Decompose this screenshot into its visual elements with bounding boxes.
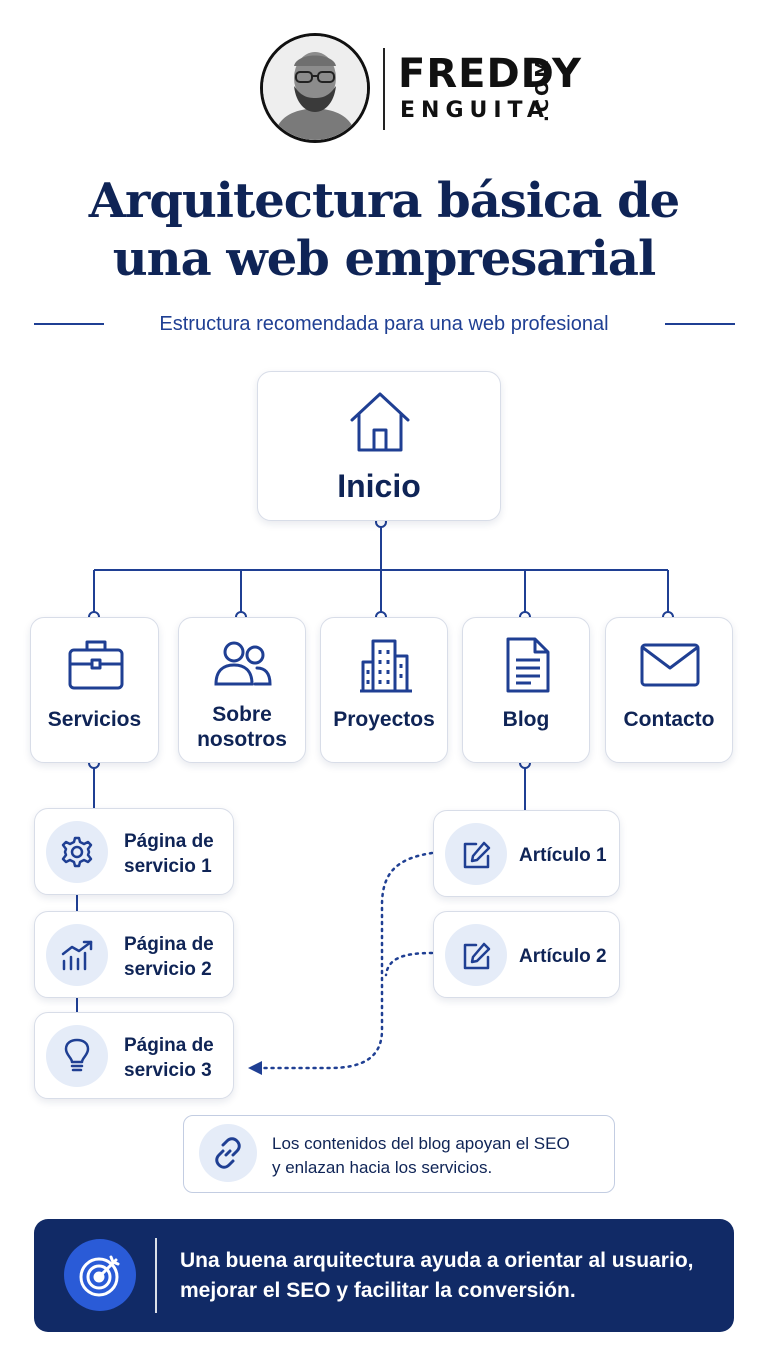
sub-icon-circle (46, 821, 108, 883)
service-page-label: Página de servicio 2 (124, 932, 214, 982)
briefcase-icon (68, 640, 124, 690)
service-page-label-line1: Página de (124, 934, 214, 955)
section-card-label: Blog (502, 708, 550, 731)
service-page-label-line1: Página de (124, 831, 214, 852)
sub-icon-circle (445, 823, 507, 885)
link-icon (215, 1137, 241, 1169)
note-icon-circle (199, 1124, 257, 1182)
target-icon (79, 1255, 120, 1297)
sub-icon-circle (445, 924, 507, 986)
section-card-sobre-nosotros[interactable]: Sobre nosotros (178, 617, 306, 763)
article-card-1[interactable]: Artículo 1 (433, 810, 620, 897)
section-card-label: Servicios (47, 708, 142, 731)
section-card-blog[interactable]: Blog (462, 617, 590, 763)
service-page-label: Página de servicio 1 (124, 829, 214, 879)
banner-text: Una buena arquitectura ayuda a orientar … (180, 1246, 693, 1306)
section-card-contacto[interactable]: Contacto (605, 617, 733, 763)
banner-line2: mejorar el SEO y facilitar la conversión… (180, 1279, 576, 1302)
lightbulb-icon (64, 1038, 90, 1072)
service-page-label-line2: servicio 3 (124, 1060, 212, 1081)
gear-icon (61, 836, 93, 868)
page-title-line1: Arquitectura básica de (88, 173, 680, 229)
section-card-label: Contacto (623, 708, 715, 731)
service-page-label-line2: servicio 1 (124, 856, 212, 877)
logo-name-first: FREDDY (398, 51, 582, 97)
page-title: Arquitectura básica de una web empresari… (0, 172, 768, 288)
seo-note: Los contenidos del blog apoyan el SEO y … (183, 1115, 615, 1193)
logo-name-last: ENGUITA (400, 98, 550, 123)
edit-icon (463, 841, 491, 869)
section-card-label: Proyectos (333, 708, 435, 731)
seo-note-line2: y enlazan hacia los servicios. (272, 1158, 493, 1177)
edit-icon (463, 942, 491, 970)
person-portrait-icon (263, 36, 367, 140)
envelope-icon (640, 643, 700, 687)
section-card-label-line2: nosotros (197, 728, 287, 751)
house-icon (350, 392, 410, 452)
service-page-label: Página de servicio 3 (124, 1033, 214, 1083)
growth-chart-icon (61, 940, 93, 971)
document-icon (506, 637, 550, 693)
root-card-label: Inicio (337, 468, 421, 504)
page-subtitle: Estructura recomendada para una web prof… (159, 313, 609, 335)
sub-icon-circle (46, 1025, 108, 1087)
banner-divider (155, 1238, 157, 1313)
service-page-card-2[interactable]: Página de servicio 2 (34, 911, 234, 998)
service-page-card-1[interactable]: Página de servicio 1 (34, 808, 234, 895)
section-card-proyectos[interactable]: Proyectos (320, 617, 448, 763)
article-label: Artículo 2 (519, 946, 607, 967)
conclusion-banner: Una buena arquitectura ayuda a orientar … (34, 1219, 734, 1332)
seo-note-line1: Los contenidos del blog apoyan el SEO (272, 1134, 570, 1153)
section-card-servicios[interactable]: Servicios (30, 617, 159, 763)
banner-line1: Una buena arquitectura ayuda a orientar … (180, 1249, 694, 1272)
author-avatar (260, 33, 370, 143)
banner-icon-circle (64, 1239, 136, 1311)
service-page-label-line1: Página de (124, 1035, 214, 1056)
article-card-2[interactable]: Artículo 2 (433, 911, 620, 998)
logo-divider (383, 48, 385, 130)
section-card-label-line1: Sobre (212, 703, 272, 726)
subtitle-rule-right (665, 323, 735, 325)
section-card-label: Sobre nosotros (179, 702, 305, 752)
service-page-card-3[interactable]: Página de servicio 3 (34, 1012, 234, 1099)
people-icon (214, 641, 272, 686)
seo-note-text: Los contenidos del blog apoyan el SEO y … (272, 1132, 570, 1180)
article-label: Artículo 1 (519, 845, 607, 866)
building-icon (360, 639, 412, 693)
root-card-inicio[interactable]: Inicio (257, 371, 501, 521)
page-title-line2: una web empresarial (112, 231, 656, 287)
subtitle-rule-left (34, 323, 104, 325)
sub-icon-circle (46, 924, 108, 986)
service-page-label-line2: servicio 2 (124, 959, 212, 980)
